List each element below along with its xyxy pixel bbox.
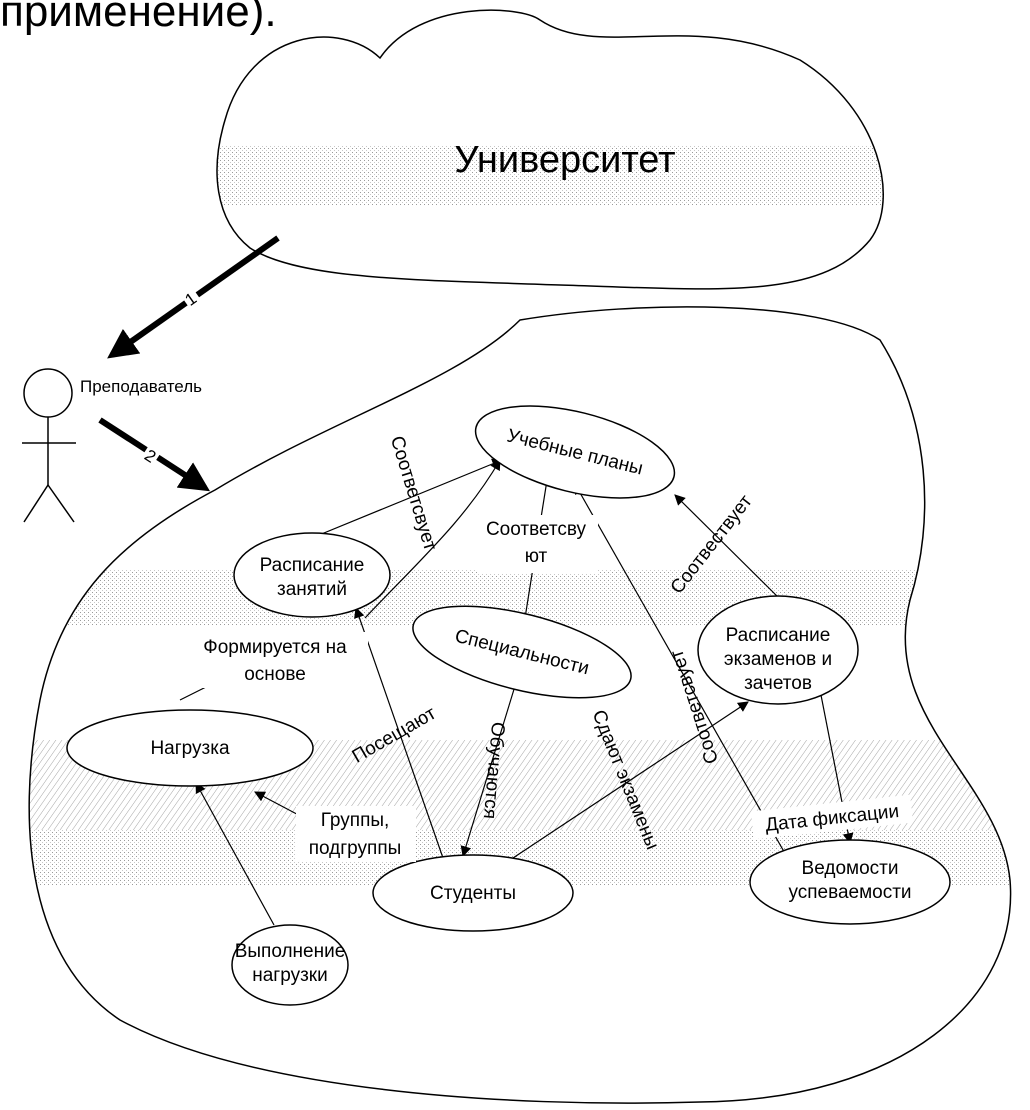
records-label-1: Ведомости <box>802 858 899 879</box>
edge-records-plans <box>574 483 821 916</box>
use-case-exams: Расписание экзаменов и зачетов <box>697 595 859 705</box>
edge-students-exams <box>509 701 749 861</box>
exams-label-3: зачетов <box>744 673 812 694</box>
edge-schedule-plans <box>301 458 503 543</box>
arrow-1: 1 <box>107 235 280 359</box>
use-case-students: Студенты <box>372 854 574 932</box>
system-cloud-university: Университет <box>216 9 884 290</box>
schedule-label-1: Расписание <box>260 555 365 576</box>
use-case-execution: Выполнение нагрузки <box>231 924 349 1006</box>
records-label-2: успеваемости <box>788 882 911 903</box>
relation-formed-2: основе <box>244 664 306 685</box>
execution-label-1: Выполнение <box>235 941 346 962</box>
relation-corresponds-specialties-1: Соответсву <box>486 519 587 540</box>
actor-head <box>23 368 73 418</box>
actor-label: Преподаватель <box>80 377 202 396</box>
edge-students-schedule <box>354 606 444 859</box>
use-case-load: Нагрузка <box>66 709 314 787</box>
arrow-2: 2 <box>98 417 211 492</box>
use-case-specialties: Специальности <box>412 605 632 699</box>
actor-teacher: Преподаватель <box>22 368 202 523</box>
use-case-records: Ведомости успеваемости <box>749 839 951 925</box>
edge-load-plans <box>364 459 501 619</box>
execution-label-2: нагрузки <box>252 965 327 986</box>
use-case-schedule: Расписание занятий <box>233 532 391 618</box>
system-title: Университет <box>454 139 675 181</box>
relation-formed-1: Формируется на <box>203 637 347 658</box>
relation-groups-1: Группы, <box>321 810 390 831</box>
slide-heading: применение). <box>0 0 277 36</box>
students-label: Студенты <box>430 883 516 904</box>
exams-label-2: экзаменов и <box>724 649 832 670</box>
edge-execution-load <box>195 782 275 926</box>
relation-corresponds-specialties-2: ют <box>525 546 548 567</box>
relation-groups-2: подгруппы <box>309 838 402 859</box>
load-label: Нагрузка <box>150 738 230 759</box>
exams-label-1: Расписание <box>726 625 831 646</box>
schedule-label-2: занятий <box>277 579 347 600</box>
edge-exams-plans <box>674 494 784 603</box>
edge-specialties-students <box>460 685 516 858</box>
use-case-plans: Учебные планы <box>474 405 676 499</box>
